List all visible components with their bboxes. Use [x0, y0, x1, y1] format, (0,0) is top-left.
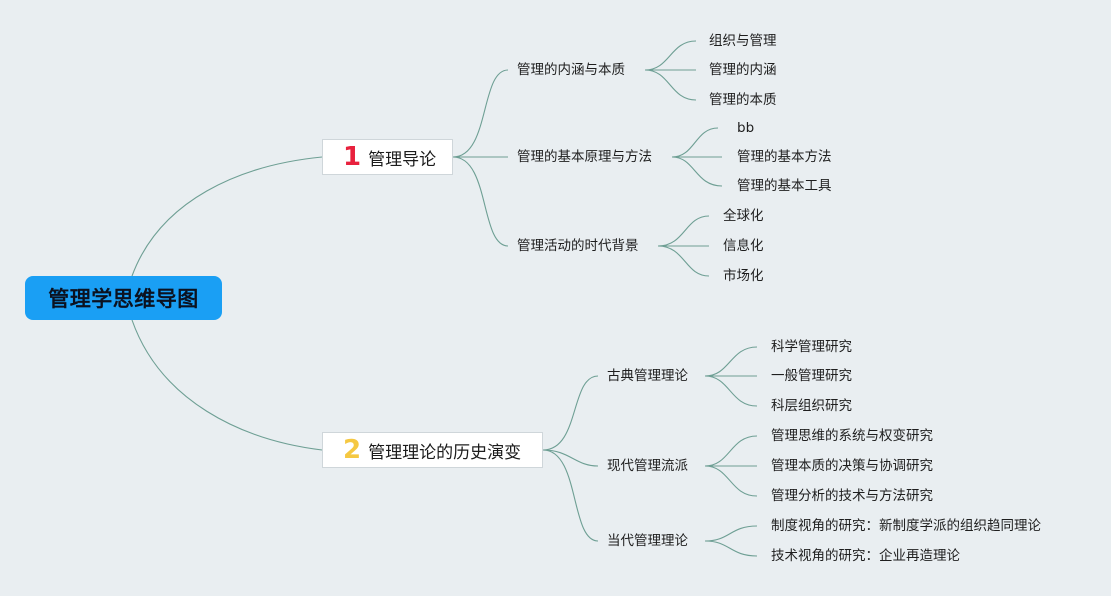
root-topic-label: 管理学思维导图	[48, 287, 199, 311]
main-topic-2[interactable]: 2 管理理论的历史演变	[322, 432, 543, 468]
leaf-topic[interactable]: 制度视角的研究：新制度学派的组织趋同理论	[771, 518, 1041, 534]
leaf-topic[interactable]: 全球化	[723, 208, 764, 224]
connector	[542, 449, 599, 542]
leaf-topic[interactable]: 科学管理研究	[771, 339, 852, 355]
number-badge-1: 1	[343, 142, 362, 172]
leaf-topic[interactable]: 组织与管理	[709, 33, 777, 49]
leaf-topic[interactable]: 科层组织研究	[771, 398, 852, 414]
connector	[644, 40, 697, 71]
connector	[542, 375, 599, 451]
connector	[131, 319, 323, 451]
connector	[704, 465, 758, 497]
connector	[704, 540, 758, 557]
leaf-topic[interactable]: 管理的本质	[709, 92, 777, 108]
subtopic[interactable]: 当代管理理论	[607, 533, 688, 549]
leaf-topic[interactable]: 信息化	[723, 238, 764, 254]
main-topic-label: 管理导论	[368, 149, 437, 170]
leaf-topic[interactable]: 管理分析的技术与方法研究	[771, 488, 933, 504]
leaf-topic[interactable]: 管理的内涵	[709, 62, 777, 78]
connector	[644, 69, 697, 101]
connector	[704, 435, 758, 467]
connector	[671, 156, 723, 187]
leaf-topic[interactable]: 管理的基本工具	[737, 178, 832, 194]
connector	[671, 127, 719, 158]
subtopic[interactable]: 管理的内涵与本质	[517, 62, 625, 78]
main-topic-1[interactable]: 1 管理导论	[322, 139, 453, 175]
leaf-topic[interactable]: 技术视角的研究：企业再造理论	[771, 548, 960, 564]
connector	[704, 525, 758, 542]
number-badge-2: 2	[343, 435, 362, 465]
connector	[704, 375, 758, 407]
connector	[657, 245, 710, 277]
subtopic[interactable]: 古典管理理论	[607, 368, 688, 384]
leaf-topic[interactable]: bb	[737, 120, 755, 136]
subtopic[interactable]: 管理活动的时代背景	[517, 238, 639, 254]
connector	[452, 69, 509, 158]
subtopic[interactable]: 现代管理流派	[607, 458, 688, 474]
connector	[542, 449, 599, 467]
leaf-topic[interactable]: 管理思维的系统与权变研究	[771, 428, 933, 444]
connector	[452, 156, 509, 247]
main-topic-label: 管理理论的历史演变	[368, 442, 522, 463]
root-topic[interactable]: 管理学思维导图	[25, 276, 222, 320]
connector	[131, 156, 323, 277]
leaf-topic[interactable]: 一般管理研究	[771, 368, 852, 384]
leaf-topic[interactable]: 市场化	[723, 268, 764, 284]
connector	[657, 215, 710, 247]
leaf-topic[interactable]: 管理本质的决策与协调研究	[771, 458, 933, 474]
leaf-topic[interactable]: 管理的基本方法	[737, 149, 832, 165]
subtopic[interactable]: 管理的基本原理与方法	[517, 149, 652, 165]
connector	[704, 346, 758, 377]
